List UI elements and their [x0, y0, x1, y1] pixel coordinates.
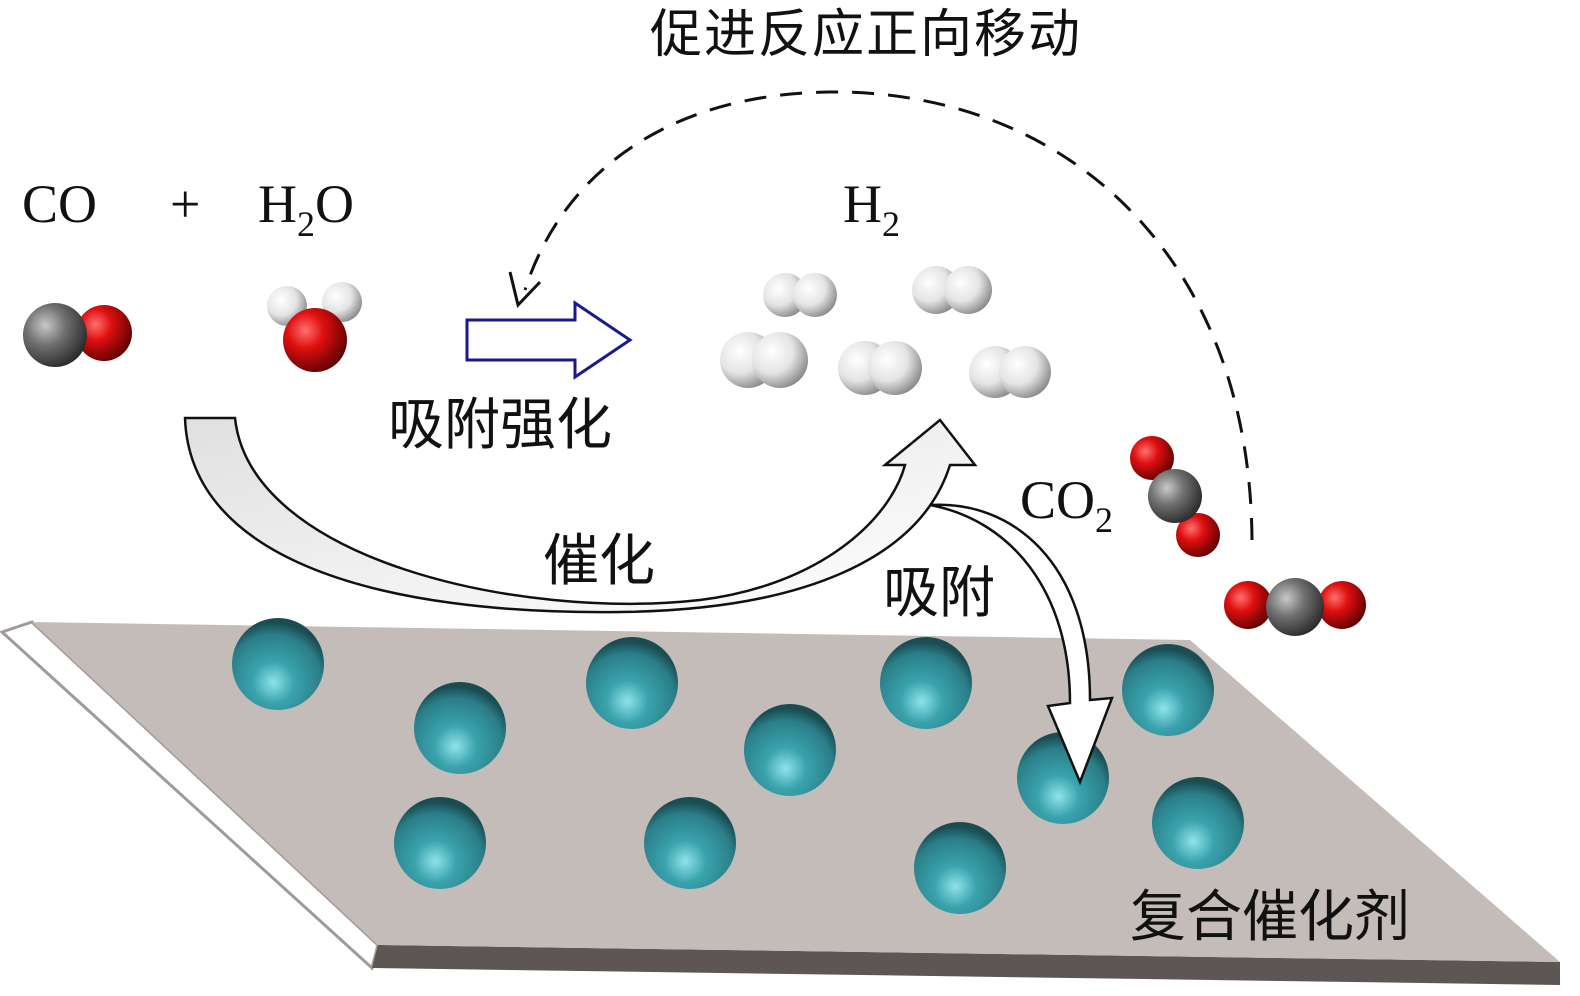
- catalyst-particle: [1122, 644, 1214, 736]
- adsorption-enhanced-arrow: [465, 300, 633, 380]
- catalyst-particle: [914, 822, 1006, 914]
- catalyst-particle: [644, 797, 736, 889]
- catalysis-arrow: [183, 416, 978, 614]
- adsorption-enhanced-label: 吸附强化: [388, 393, 612, 458]
- catalyst-particle: [394, 797, 486, 889]
- adsorption-label: 吸附: [883, 561, 995, 626]
- catalyst-particle: [586, 637, 678, 729]
- co-label: CO: [22, 174, 97, 234]
- h2o-molecule: [267, 282, 362, 372]
- catalyst-particle: [880, 637, 972, 729]
- catalyst-particle: [1152, 777, 1244, 869]
- h2o-label: H2O: [258, 174, 354, 244]
- plus-label: +: [170, 174, 200, 234]
- co2-label: CO2: [1020, 470, 1113, 540]
- adsorption-arrow: [929, 503, 1114, 786]
- catalysis-label: 催化: [543, 529, 655, 594]
- arrowhead-icon: [508, 271, 542, 309]
- catalyst-particle: [744, 704, 836, 796]
- co2-molecule: [1224, 578, 1366, 636]
- h2-molecules: [720, 266, 1051, 398]
- co-molecule: [23, 303, 132, 367]
- title-label: 促进反应正向移动: [650, 5, 1082, 65]
- catalyst-particle: [414, 682, 506, 774]
- feedback-dashed-arrow: [523, 90, 1254, 541]
- catalyst-particle: [232, 618, 324, 710]
- composite-catalyst-label: 复合催化剂: [1130, 885, 1410, 950]
- catalyst-particles: [232, 618, 1244, 914]
- co2-molecule: [1130, 436, 1220, 557]
- catalyst-particle: [1017, 732, 1109, 824]
- h2-label: H2: [843, 174, 900, 244]
